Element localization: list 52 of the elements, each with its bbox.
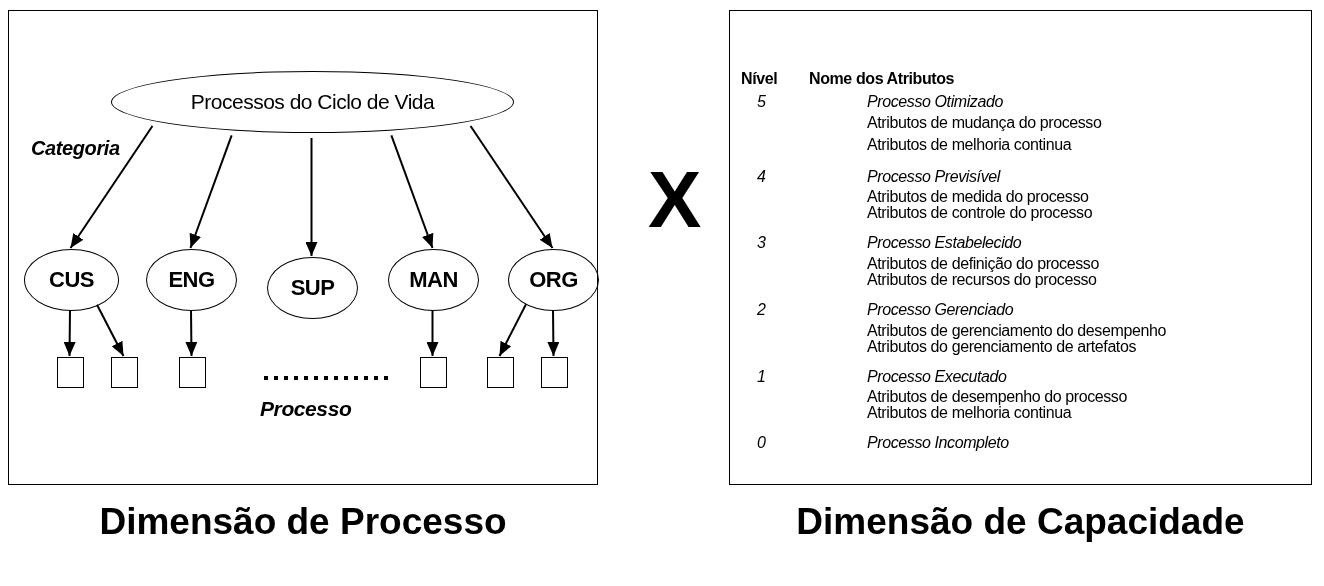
process-square <box>179 357 206 388</box>
process-square <box>111 357 138 388</box>
level-name: Processo Executado <box>867 368 1007 385</box>
arrow <box>498 303 527 357</box>
level-number: 5 <box>757 93 766 110</box>
level-name: Processo Estabelecido <box>867 234 1022 251</box>
level-number: 0 <box>757 434 766 451</box>
level-name: Processo Previsível <box>867 168 1000 185</box>
attribute-name: Atributos de recursos do processo <box>867 271 1097 288</box>
attribute-name: Atributos do gerenciamento de artefatos <box>867 338 1137 355</box>
level-name: Processo Incompleto <box>867 434 1009 451</box>
node-text: ENG <box>168 267 215 293</box>
arrow <box>96 303 125 357</box>
level-number: 2 <box>757 301 766 318</box>
level-name: Processo Otimizado <box>867 93 1003 110</box>
dimension-title: Dimensão de Processo <box>98 501 508 543</box>
level-number: 3 <box>757 234 766 251</box>
attribute-name: Atributos de mudança do processo <box>867 114 1102 131</box>
node-text: Processos do Ciclo de Vida <box>190 90 435 114</box>
node-text: SUP <box>290 275 335 301</box>
attribute-name: Atributos de melhoria continua <box>867 404 1072 421</box>
arrow <box>63 309 76 357</box>
arrow <box>469 125 554 249</box>
arrow <box>189 134 233 249</box>
process-square <box>57 357 84 388</box>
column-header: Nome dos Atributos <box>809 70 955 87</box>
dimension-title: Dimensão de Capacidade <box>795 501 1246 543</box>
level-number: 1 <box>757 368 766 385</box>
attribute-name: Atributos de gerenciamento do desempenho <box>867 322 1166 339</box>
node-text: CUS <box>49 267 94 293</box>
attribute-name: Atributos de melhoria continua <box>867 136 1072 153</box>
attribute-name: Atributos de controle do processo <box>867 204 1093 221</box>
process-square <box>487 357 514 388</box>
arrow <box>426 309 439 357</box>
attribute-name: Atributos de definição do processo <box>867 255 1099 272</box>
process-label: Processo <box>260 397 352 421</box>
attribute-name: Atributos de medida do processo <box>867 188 1089 205</box>
arrow <box>390 134 434 249</box>
process-square <box>541 357 568 388</box>
column-header: Nível <box>741 70 778 87</box>
arrow <box>185 309 198 357</box>
attribute-name: Atributos de desempenho do processo <box>867 388 1127 405</box>
arrow <box>547 309 560 357</box>
level-number: 4 <box>757 168 766 185</box>
category-label: Categoria <box>31 136 120 160</box>
arrow <box>305 137 318 257</box>
arrow <box>69 125 154 249</box>
node-text: ORG <box>529 267 578 293</box>
process-square <box>420 357 447 388</box>
level-name: Processo Gerenciado <box>867 301 1014 318</box>
cross-symbol: X <box>648 160 702 240</box>
node-text: MAN <box>409 267 458 293</box>
